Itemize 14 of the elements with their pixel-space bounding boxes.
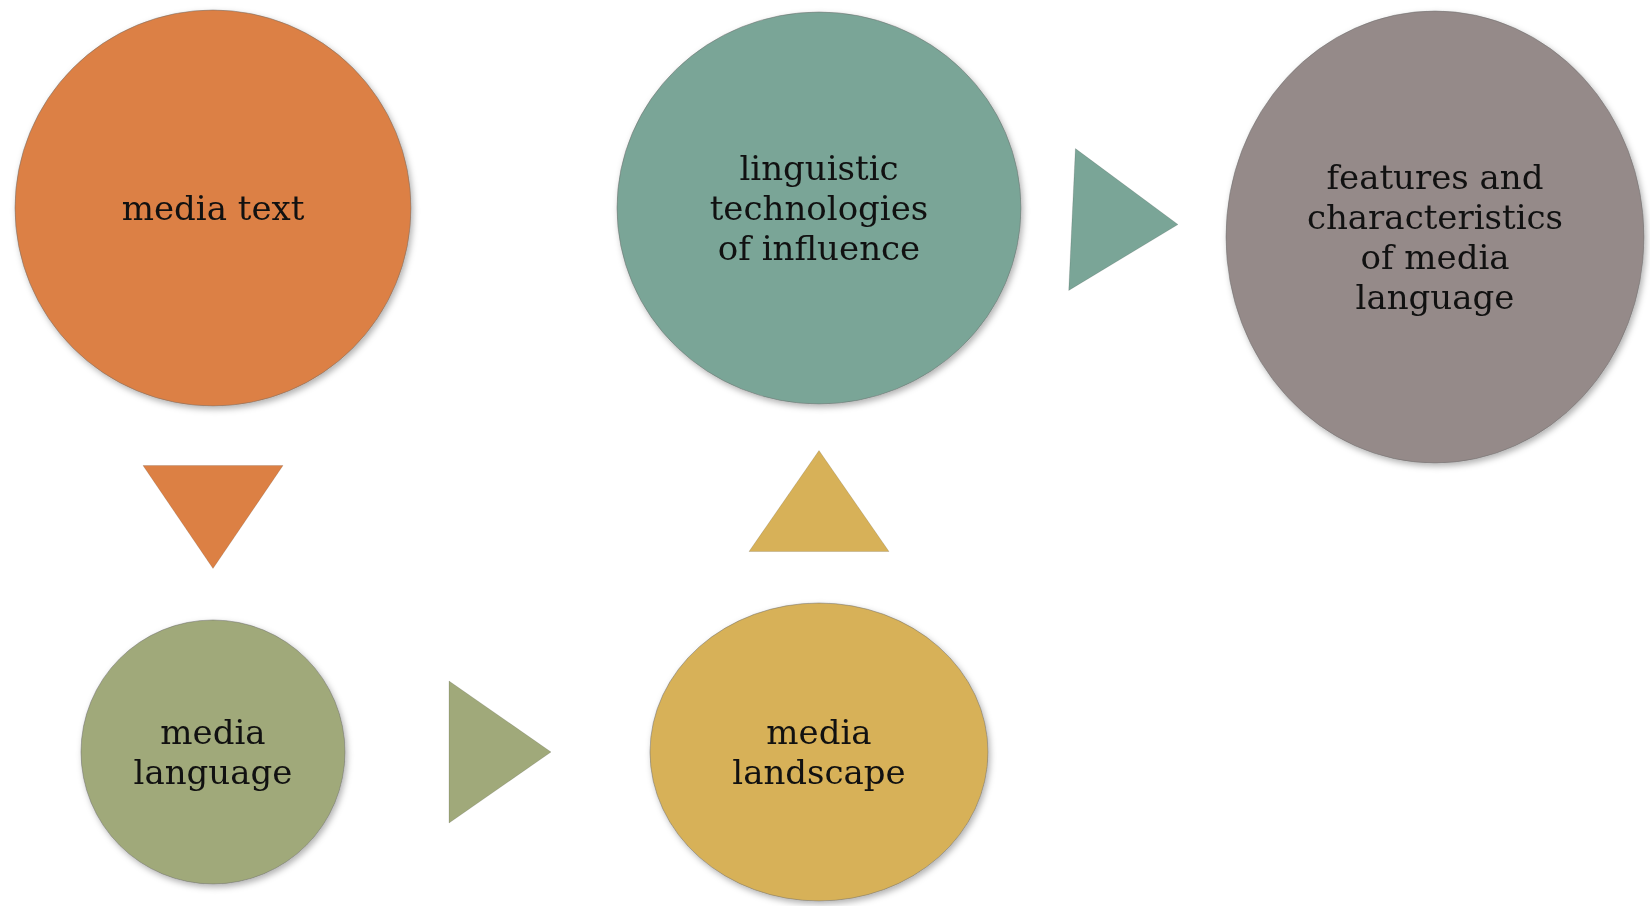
triangle-arrow: [748, 450, 890, 552]
node-label: media text: [120, 187, 306, 229]
circle-node: [13, 8, 413, 408]
node-label: media language: [132, 711, 294, 793]
triangle-arrow: [448, 680, 552, 824]
node-label: features and characteristics of media language: [1305, 156, 1565, 318]
circle-node: [648, 601, 990, 903]
node-label: linguistic technologies of influence: [708, 147, 930, 269]
triangle-arrow: [1068, 148, 1179, 291]
triangle-arrow: [142, 465, 284, 569]
circle-node: [615, 10, 1023, 406]
circle-node: [1224, 9, 1646, 465]
node-label: media landscape: [731, 711, 907, 793]
circle-node: [79, 618, 347, 886]
